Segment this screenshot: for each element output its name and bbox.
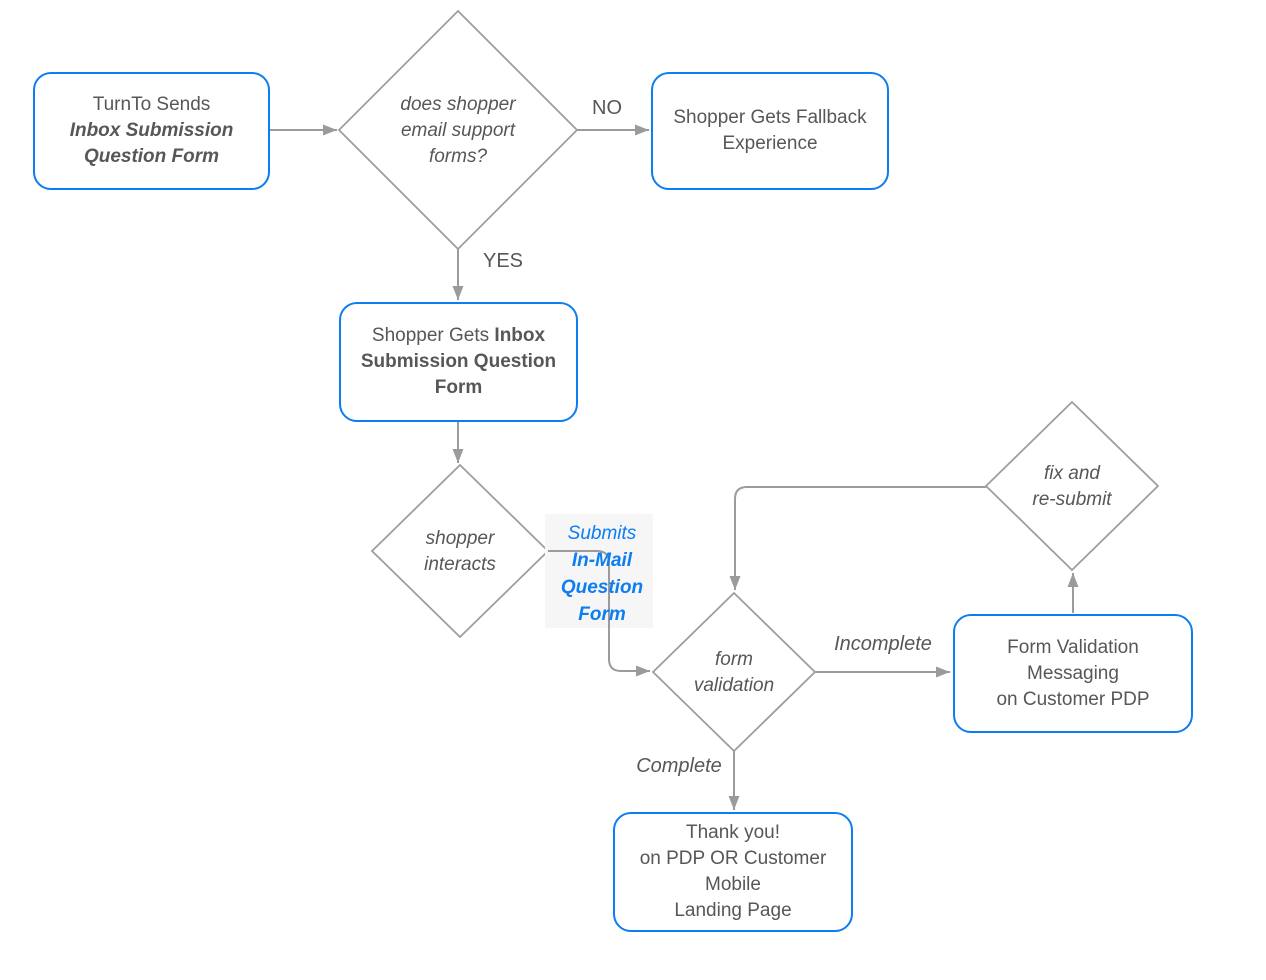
edge-label-yes: YES: [482, 250, 524, 272]
decision-shopper-interacts-shape: [370, 463, 550, 639]
node-turnto-sends-text: TurnTo Sends Inbox Submission Question F…: [49, 92, 254, 170]
decision-fix-resubmit-label: fix and re-submit: [1032, 463, 1112, 510]
node-turnto-sends-line2: Inbox Submission Question Form: [69, 120, 234, 167]
node-fallback-experience-text: Shopper Gets Fallback Experience: [673, 107, 867, 154]
node-thank-you: Thank you! on PDP OR Customer Mobile Lan…: [613, 812, 853, 932]
edge-label-submits: Submits In-Mail Question Form: [544, 520, 660, 628]
node-validation-messaging-text: Form Validation Messaging on Customer PD…: [996, 636, 1150, 710]
decision-fix-resubmit-shape: [984, 400, 1160, 572]
edge-label-complete: Complete: [636, 755, 722, 777]
edge-submits-to-validation: [548, 550, 650, 677]
edge-label-incomplete: Incomplete: [834, 633, 932, 655]
node-turnto-sends-line1: TurnTo Sends: [92, 94, 211, 115]
node-validation-messaging: Form Validation Messaging on Customer PD…: [953, 614, 1193, 733]
node-thank-you-text: Thank you! on PDP OR Customer Mobile Lan…: [639, 822, 827, 921]
decision-form-validation-label: form validation: [693, 649, 775, 696]
node-inbox-form: Shopper Gets Inbox Submission Question F…: [339, 302, 578, 422]
node-fallback-experience: Shopper Gets Fallback Experience: [651, 72, 889, 190]
edge-label-no: NO: [592, 97, 622, 119]
node-inbox-form-bold: Inbox Submission Question Form: [360, 325, 557, 398]
edge-fix-resubmit-to-validation: [729, 486, 986, 590]
node-turnto-sends: TurnTo Sends Inbox Submission Question F…: [33, 72, 270, 190]
node-inbox-form-regular: Shopper Gets: [371, 325, 495, 346]
edge-label-submits-regular: Submits: [567, 523, 637, 544]
decision-email-support-label: does shopper email support forms?: [400, 94, 516, 167]
node-inbox-form-text: Shopper Gets Inbox Submission Question F…: [355, 323, 562, 401]
submits-label-bg: [545, 514, 653, 628]
decision-shopper-interacts-label: shopper interacts: [424, 528, 496, 575]
edge-label-submits-bold: In-Mail Question Form: [560, 550, 644, 625]
